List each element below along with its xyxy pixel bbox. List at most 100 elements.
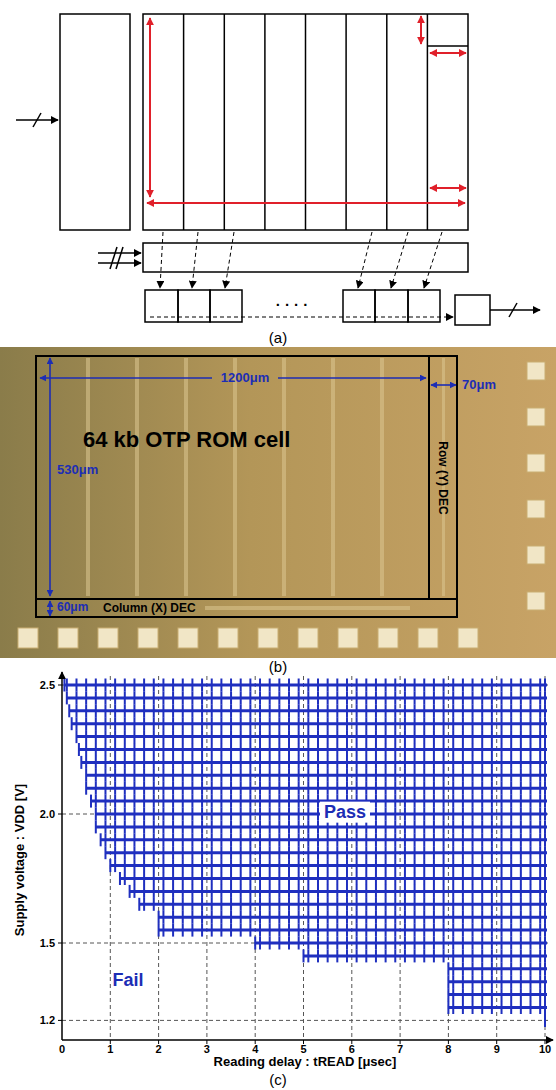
pass-tick	[211, 885, 213, 898]
pass-tick	[365, 911, 367, 924]
pass-tick	[394, 911, 396, 924]
tick-label: 3	[204, 1043, 210, 1056]
pass-tick	[462, 808, 464, 821]
pass-tick	[172, 730, 174, 743]
pass-tick	[481, 679, 483, 692]
pass-tick	[404, 898, 406, 911]
pass-tick	[162, 756, 164, 769]
pass-tick	[356, 885, 358, 898]
pass-tick	[124, 808, 126, 821]
pass-tick	[539, 988, 541, 1001]
pass-tick	[133, 691, 135, 704]
pass-tick	[491, 872, 493, 885]
pass-tick	[394, 743, 396, 756]
pass-tick	[462, 846, 464, 859]
pass-tick	[298, 691, 300, 704]
pass-tick	[104, 795, 106, 808]
pass-tick	[307, 846, 309, 859]
pass-tick	[138, 898, 140, 911]
pass-tick	[385, 808, 387, 821]
pass-tick	[68, 704, 70, 717]
pass-tick	[317, 911, 319, 924]
pass-tick	[433, 717, 435, 730]
pass-tick	[124, 769, 126, 782]
pass-tick	[307, 717, 309, 730]
pass-tick	[259, 743, 261, 756]
bond-pads	[18, 362, 545, 648]
pass-tick	[530, 949, 532, 962]
pass-tick	[211, 769, 213, 782]
pass-tick	[385, 898, 387, 911]
pass-tick	[317, 846, 319, 859]
pass-tick	[501, 679, 503, 692]
pass-tick	[298, 795, 300, 808]
pass-tick	[317, 795, 319, 808]
pass-row	[101, 838, 547, 841]
pass-tick	[365, 704, 367, 717]
pass-tick	[191, 756, 193, 769]
pass-tick	[211, 730, 213, 743]
pass-tick	[327, 833, 329, 846]
pass-tick	[539, 730, 541, 743]
pass-tick	[443, 820, 445, 833]
pass-tick	[327, 885, 329, 898]
pass-tick	[278, 756, 280, 769]
pass-tick	[356, 846, 358, 859]
pass-tick	[78, 743, 80, 756]
pass-tick	[491, 949, 493, 962]
pass-tick	[375, 704, 377, 717]
pass-tick	[230, 717, 232, 730]
pass-tick	[191, 691, 193, 704]
pass-tick	[375, 743, 377, 756]
pass-tick	[433, 859, 435, 872]
pass-tick	[385, 795, 387, 808]
pass-tick	[530, 937, 532, 950]
bus-slash	[116, 247, 123, 269]
pass-tick	[162, 898, 164, 911]
pass-tick	[75, 717, 77, 730]
pass-tick	[327, 820, 329, 833]
pass-tick	[269, 924, 271, 937]
pass-tick	[472, 937, 474, 950]
pass-tick	[269, 833, 271, 846]
pass-tick	[133, 795, 135, 808]
pass-tick	[182, 859, 184, 872]
pass-tick	[452, 1001, 454, 1014]
pass-tick	[544, 782, 546, 795]
pass-tick	[288, 691, 290, 704]
pass-tick	[356, 782, 358, 795]
pass-tick	[491, 937, 493, 950]
pass-tick	[491, 859, 493, 872]
pass-tick	[278, 769, 280, 782]
pass-tick	[452, 691, 454, 704]
pass-tick	[501, 898, 503, 911]
tick-label: 2	[156, 1043, 162, 1056]
pass-tick	[124, 833, 126, 846]
pass-tick	[124, 872, 126, 885]
pass-tick	[520, 782, 522, 795]
grid-line	[158, 676, 159, 1040]
pass-tick	[346, 769, 348, 782]
pass-tick	[404, 872, 406, 885]
pass-tick	[336, 833, 338, 846]
pass-tick	[472, 988, 474, 1001]
pass-tick	[153, 717, 155, 730]
pass-tick	[423, 924, 425, 937]
pass-tick	[481, 795, 483, 808]
pass-tick	[259, 820, 261, 833]
pass-tick	[240, 924, 242, 937]
pass-tick	[269, 885, 271, 898]
pass-tick	[501, 949, 503, 962]
pass-tick	[240, 730, 242, 743]
pass-tick	[327, 949, 329, 962]
pass-tick	[278, 782, 280, 795]
pass-tick	[143, 833, 145, 846]
pass-tick	[414, 924, 416, 937]
output-block	[455, 295, 490, 325]
pass-tick	[491, 911, 493, 924]
pass-tick	[346, 679, 348, 692]
pass-tick	[75, 704, 77, 717]
pass-tick	[472, 975, 474, 988]
pass-tick	[544, 743, 546, 756]
grid-line	[110, 676, 111, 1040]
